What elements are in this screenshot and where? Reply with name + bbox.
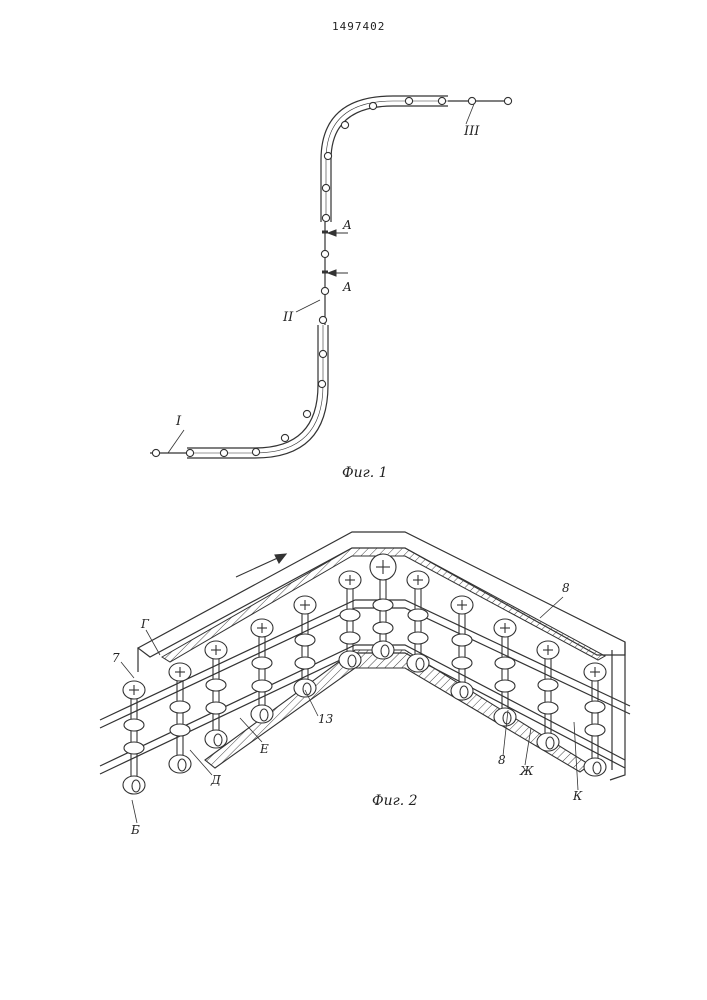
fig2-mid-roller bbox=[295, 634, 315, 646]
fig2-bottom-roller-hub bbox=[260, 709, 268, 721]
fig2-mid-roller bbox=[408, 609, 428, 621]
fig2-label-8-bottom: 8 bbox=[498, 754, 506, 766]
fig2-mid-roller bbox=[206, 679, 226, 691]
fig2-mid-roller bbox=[206, 702, 226, 714]
fig2-mid-roller bbox=[170, 724, 190, 736]
fig2-mid-roller bbox=[538, 702, 558, 714]
fig2-label-8-top: 8 bbox=[562, 582, 570, 594]
fig2-bottom-roller-hub bbox=[348, 655, 356, 667]
fig2-bottom-roller-hub bbox=[546, 737, 554, 749]
fig2-mid-roller bbox=[170, 701, 190, 713]
fig2-mid-roller bbox=[585, 701, 605, 713]
fig2-mid-roller bbox=[495, 657, 515, 669]
fig2-mid-roller bbox=[585, 724, 605, 736]
fig2-label-g: Г bbox=[141, 618, 149, 630]
fig2-mid-roller bbox=[373, 622, 393, 634]
fig2-mid-roller bbox=[124, 719, 144, 731]
fig2-mid-roller bbox=[452, 657, 472, 669]
fig2-bottom-roller-hub bbox=[416, 658, 424, 670]
fig2-mid-roller bbox=[295, 657, 315, 669]
fig2-mid-roller bbox=[252, 657, 272, 669]
fig2-mid-roller bbox=[124, 742, 144, 754]
fig2-label-k: К bbox=[573, 790, 582, 802]
fig2-caption: Фиг. 2 bbox=[372, 794, 418, 808]
fig2-bottom-roller-hub bbox=[593, 762, 601, 774]
fig2-mid-roller bbox=[340, 632, 360, 644]
fig2-direction-arrow-head bbox=[275, 554, 286, 563]
fig2-bottom-roller-hub bbox=[460, 686, 468, 698]
fig2-bottom-roller-hub bbox=[214, 734, 222, 746]
fig2-roller-columns bbox=[123, 554, 606, 794]
fig2-label-13: 13 bbox=[318, 713, 333, 725]
fig2-mid-roller bbox=[340, 609, 360, 621]
fig2-leader-b bbox=[132, 800, 137, 823]
fig2-mid-roller bbox=[495, 680, 515, 692]
fig2-mid-roller bbox=[252, 680, 272, 692]
fig2-leader-7 bbox=[121, 662, 134, 678]
fig2-label-7: 7 bbox=[112, 652, 120, 664]
fig2-label-e: Е bbox=[260, 743, 269, 755]
fig2-label-b: Б bbox=[131, 824, 140, 836]
fig2-mid-roller bbox=[373, 599, 393, 611]
fig2-mid-roller bbox=[452, 634, 472, 646]
fig2-mid-roller bbox=[408, 632, 428, 644]
fig2-bottom-roller-hub bbox=[381, 645, 389, 657]
fig2-label-d: Д bbox=[211, 774, 221, 786]
fig2-bottom-roller-hub bbox=[132, 780, 140, 792]
fig2-mid-roller bbox=[538, 679, 558, 691]
fig2-bottom-roller-hub bbox=[178, 759, 186, 771]
fig2-label-zh: Ж bbox=[520, 765, 533, 777]
